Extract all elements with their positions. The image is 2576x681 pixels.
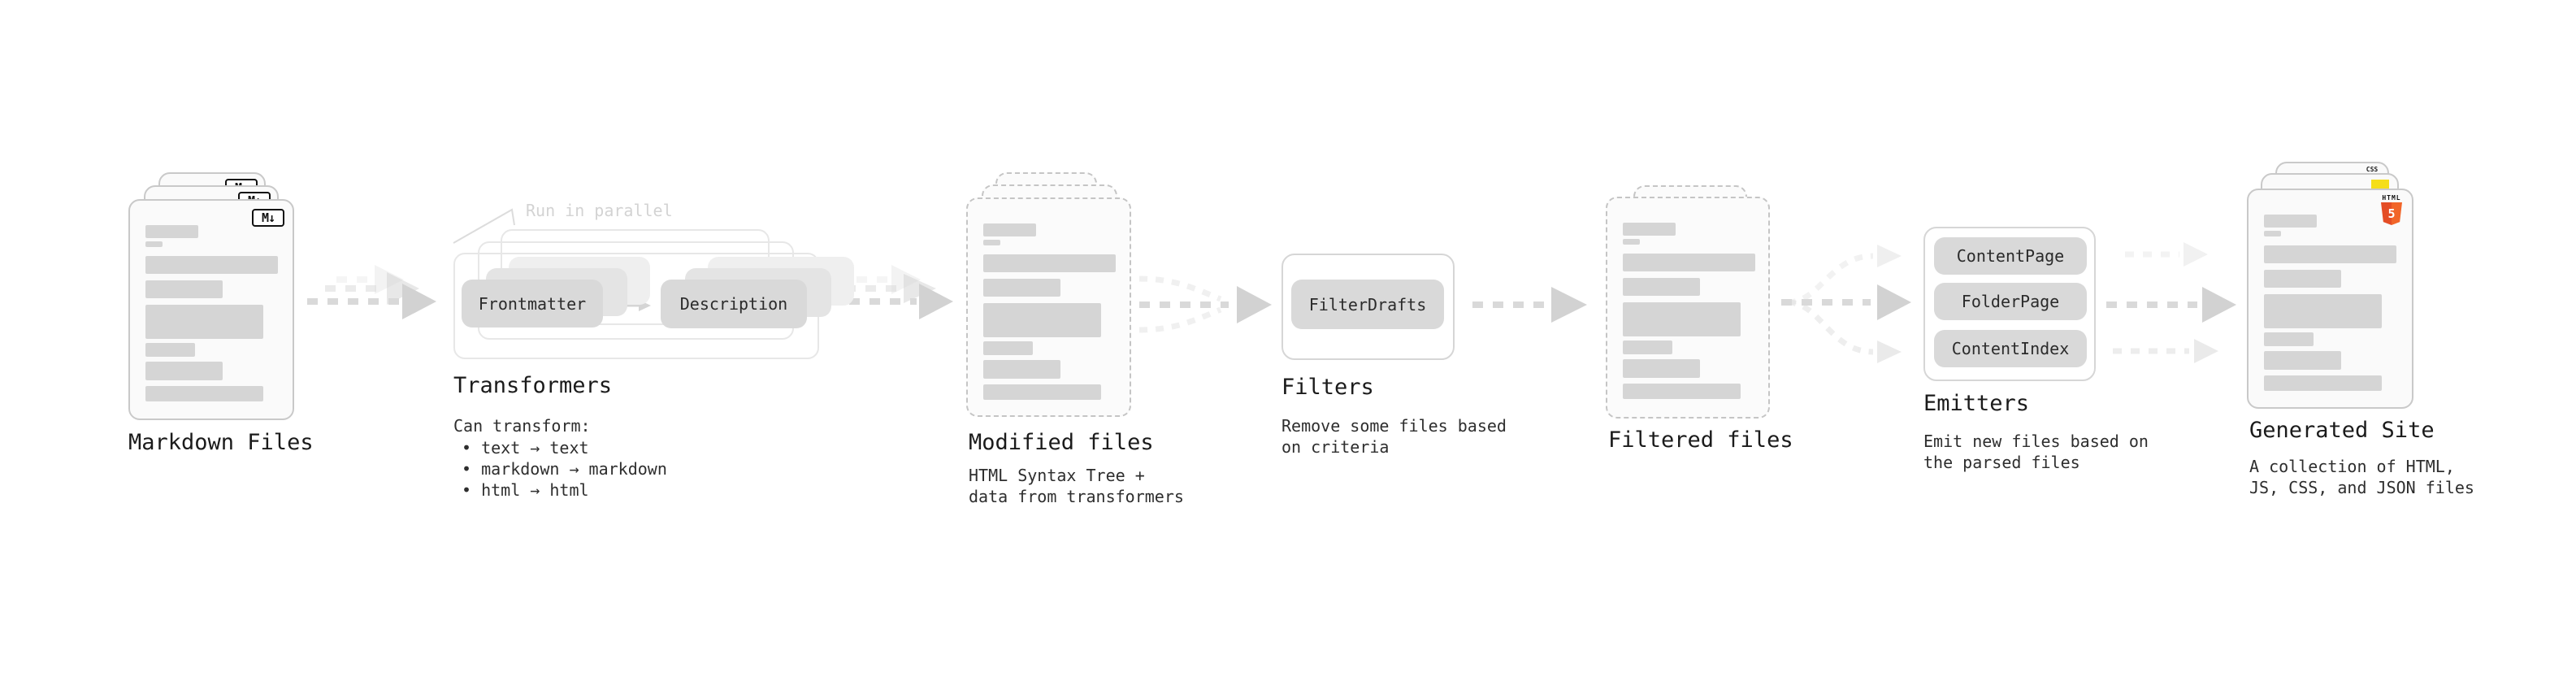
html5-icon: HTML 5	[2379, 194, 2404, 225]
markdown-files-label: Markdown Files	[128, 430, 314, 455]
doc-text-bar	[145, 386, 263, 401]
doc-text-bar	[1623, 254, 1755, 271]
generated-site-desc: JS, CSS, and JSON files	[2249, 478, 2474, 497]
doc-text-bar	[1623, 278, 1700, 296]
site-doc-html: HTML 5	[2247, 189, 2413, 409]
doc-text-bar	[1623, 340, 1672, 354]
arrow-modified-to-filters	[1138, 275, 1272, 333]
emitters-desc: the parsed files	[1923, 453, 2080, 472]
arrow-transformers-to-modified	[829, 265, 953, 319]
arrow-filtered-to-emitters	[1781, 245, 1911, 363]
run-in-parallel-annotation: Run in parallel	[526, 201, 673, 220]
doc-text-bar	[983, 254, 1116, 272]
transformers-bullet: • markdown → markdown	[462, 459, 667, 479]
folderpage-pill: FolderPage	[1934, 283, 2087, 320]
transformers-bullet: • text → text	[462, 438, 589, 458]
doc-text-bar	[2264, 215, 2317, 228]
doc-text-bar	[983, 303, 1101, 337]
doc-text-bar	[983, 240, 1000, 245]
contentpage-pill: ContentPage	[1934, 237, 2087, 275]
filtered-files-label: Filtered files	[1608, 427, 1793, 453]
filterdrafts-pill: FilterDrafts	[1291, 280, 1444, 329]
doc-text-bar	[1623, 239, 1640, 245]
filters-desc: Remove some files based	[1281, 416, 1507, 436]
doc-text-bar	[145, 362, 223, 380]
doc-text-bar	[983, 341, 1033, 355]
contentindex-pill: ContentIndex	[1934, 330, 2087, 367]
doc-text-bar	[1623, 359, 1700, 378]
doc-text-bar	[1623, 223, 1676, 236]
doc-text-bar	[145, 280, 223, 298]
markdown-icon: M↓	[252, 209, 284, 227]
javascript-icon	[2371, 180, 2389, 189]
doc-text-bar	[2264, 375, 2382, 391]
arrow-emitters-to-site	[2106, 242, 2236, 363]
doc-text-bar	[145, 225, 198, 238]
doc-text-bar	[145, 241, 163, 247]
filters-desc: on criteria	[1281, 437, 1390, 457]
arrow-filters-to-filtered	[1472, 287, 1587, 323]
modified-files-desc: data from transformers	[969, 487, 1184, 506]
doc-text-bar	[983, 384, 1101, 400]
doc-text-bar	[2264, 294, 2382, 328]
transformers-heading: Can transform:	[453, 416, 591, 436]
filtered-doc-front	[1606, 197, 1770, 419]
transformers-title: Transformers	[453, 373, 613, 398]
emitters-title: Emitters	[1923, 391, 2030, 416]
annotation-leader-line	[453, 208, 515, 244]
modified-doc-front	[966, 197, 1131, 417]
doc-text-bar	[983, 360, 1060, 379]
doc-text-bar	[2264, 351, 2341, 370]
frontmatter-pill: Frontmatter	[462, 280, 603, 327]
doc-text-bar	[145, 343, 195, 357]
generated-site-label: Generated Site	[2249, 418, 2435, 443]
doc-text-bar	[2264, 231, 2281, 236]
doc-text-bar	[2264, 332, 2314, 346]
doc-text-bar	[983, 223, 1036, 236]
modified-files-desc: HTML Syntax Tree +	[969, 466, 1145, 485]
emitters-desc: Emit new files based on	[1923, 432, 2149, 451]
arrow-markdown-to-transformers	[307, 265, 436, 319]
doc-text-bar	[2264, 245, 2396, 263]
doc-text-bar	[145, 305, 263, 339]
filters-title: Filters	[1281, 375, 1374, 400]
markdown-doc-front: M↓	[128, 199, 294, 420]
doc-text-bar	[1623, 302, 1741, 336]
doc-text-bar	[145, 256, 278, 274]
doc-text-bar	[1623, 384, 1741, 399]
modified-files-label: Modified files	[969, 430, 1154, 455]
generated-site-desc: A collection of HTML,	[2249, 457, 2455, 476]
doc-text-bar	[983, 279, 1060, 297]
doc-text-bar	[2264, 270, 2341, 288]
description-pill: Description	[661, 280, 807, 328]
transformers-bullet: • html → html	[462, 480, 589, 500]
